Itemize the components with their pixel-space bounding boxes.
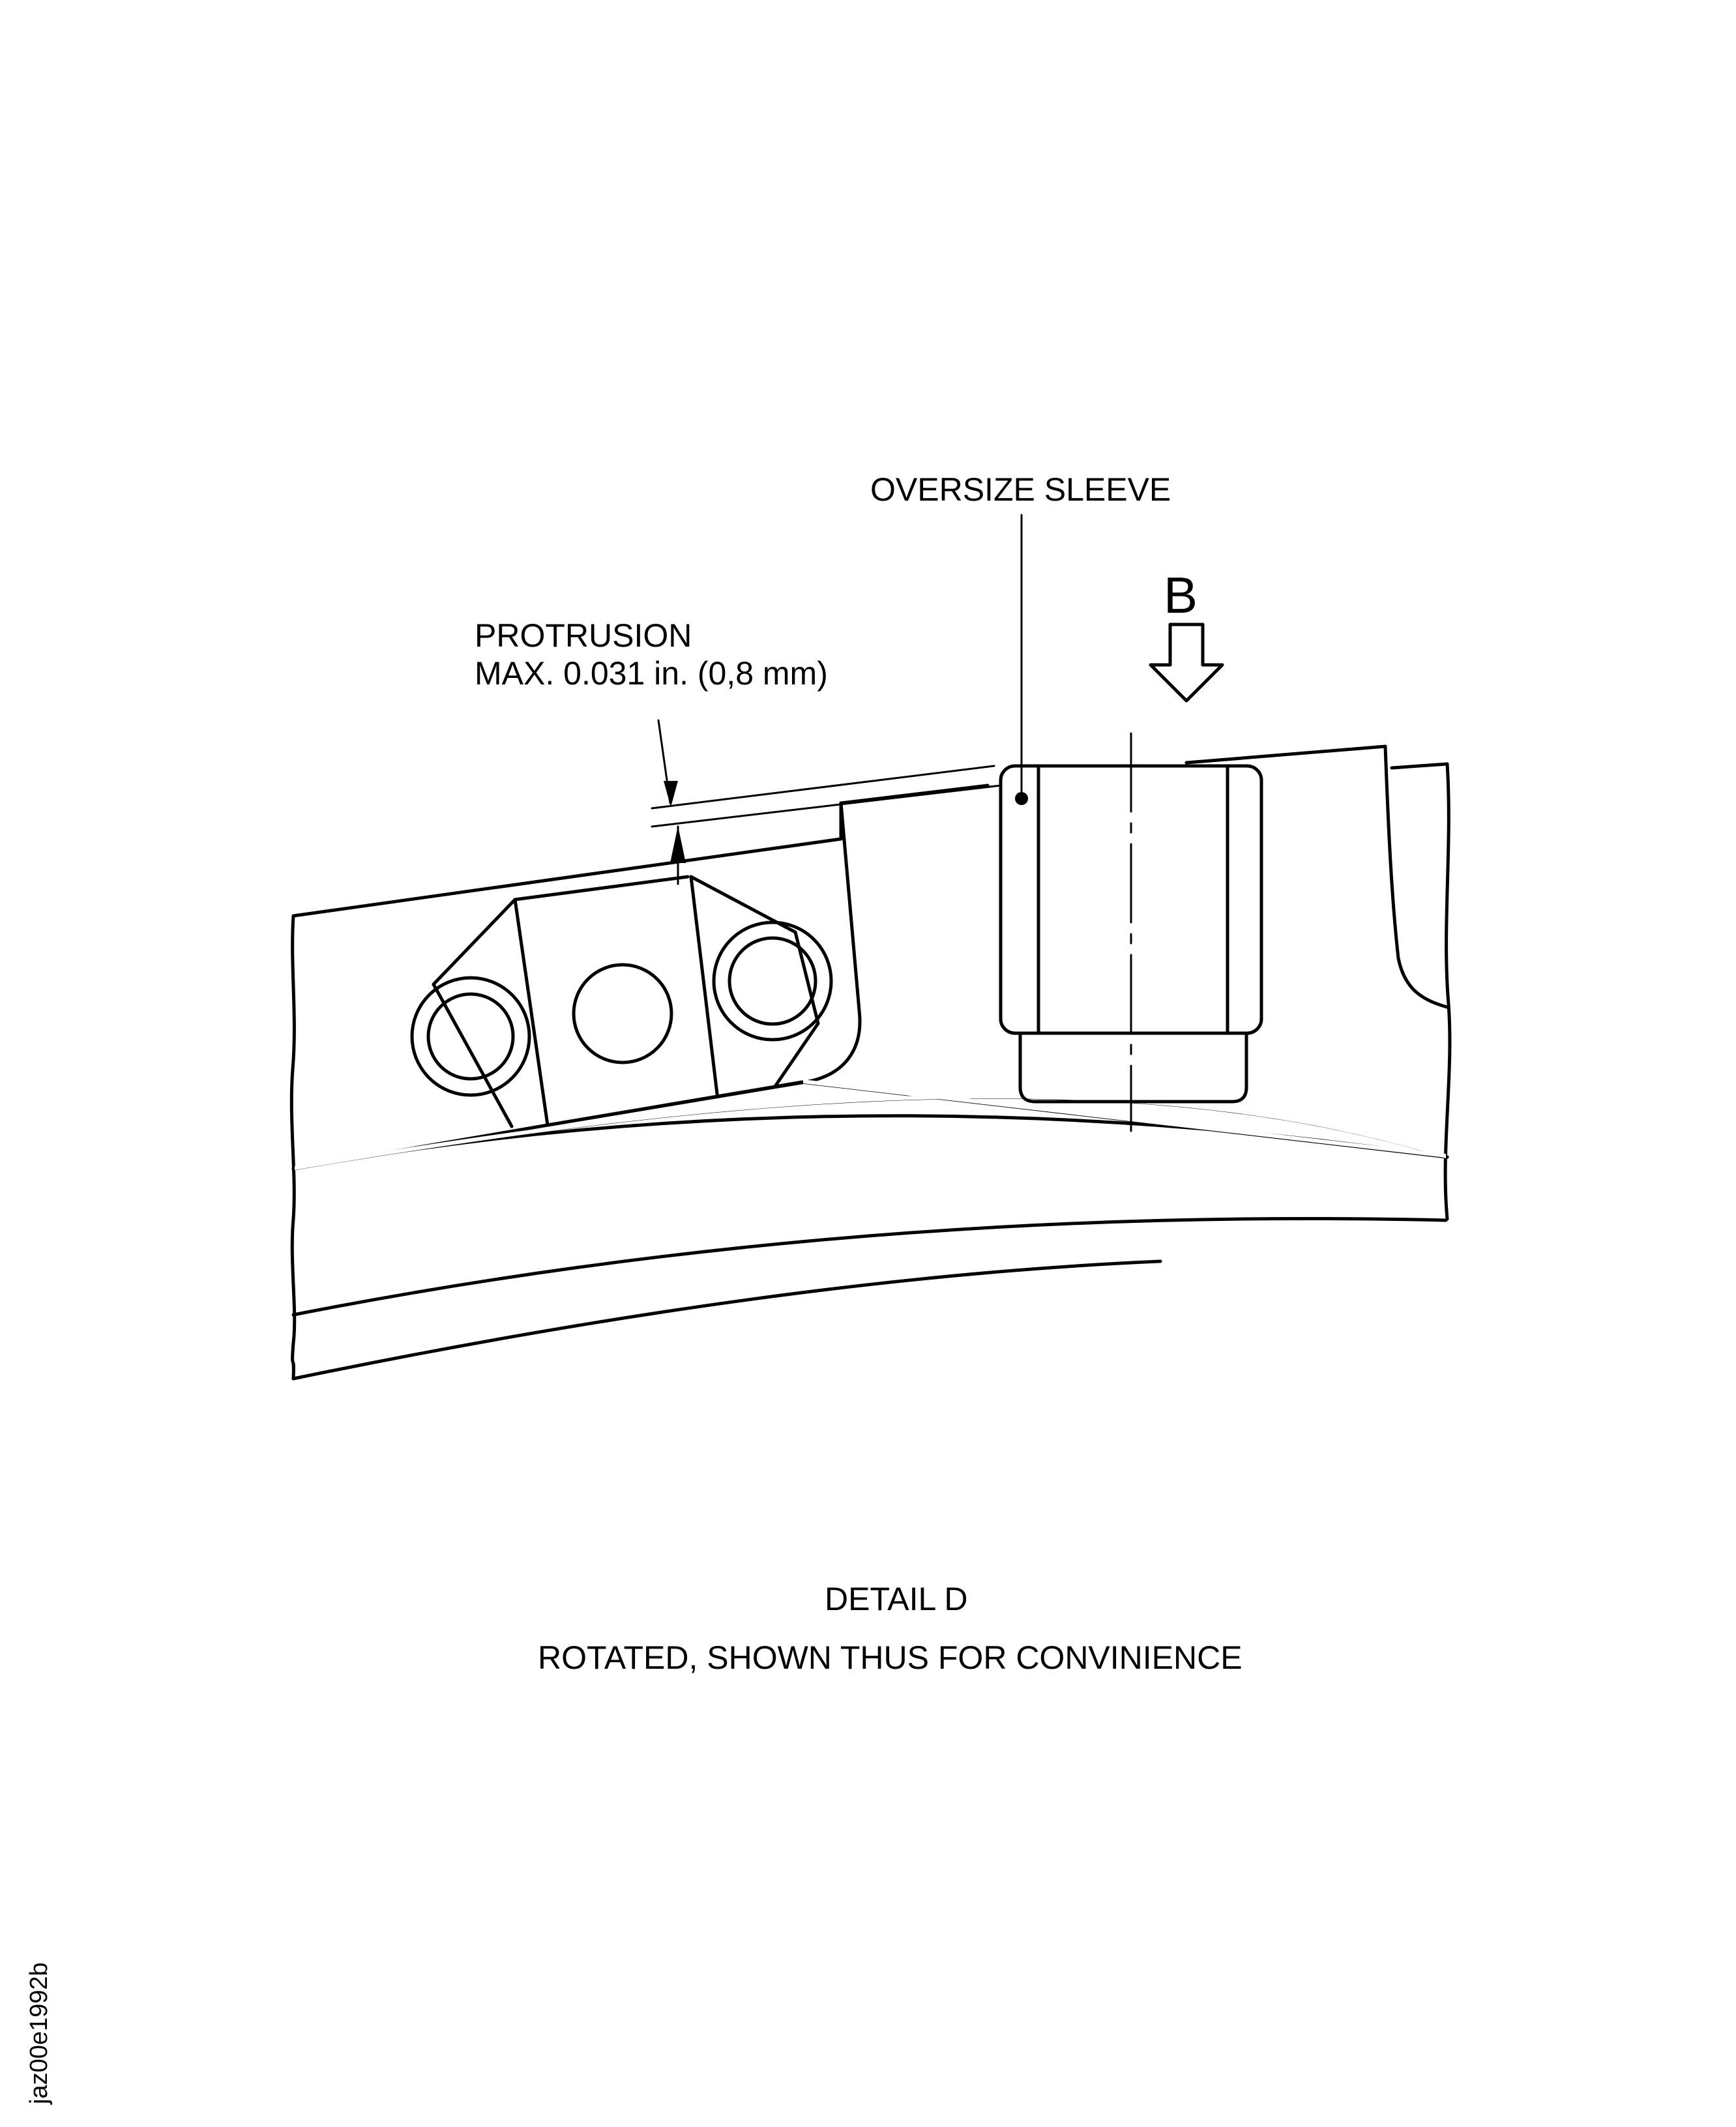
lower-edge-main xyxy=(291,1095,1449,1171)
web-line-2 xyxy=(291,1216,1448,1317)
extension-line-upper xyxy=(651,765,995,810)
lower-edge-1b xyxy=(546,1080,804,1127)
right-break-line xyxy=(1443,762,1452,1221)
protrusion-label-line1: PROTRUSION xyxy=(475,617,692,654)
flange-divider-right xyxy=(689,875,719,1096)
view-letter-label: B xyxy=(1164,566,1198,624)
flange-divider-left xyxy=(513,898,550,1127)
detail-title: DETAIL D xyxy=(825,1581,967,1617)
flange-outline xyxy=(289,744,1452,1381)
drawing-id-label: jaz00e1992b xyxy=(25,1962,53,2105)
top-edge-left xyxy=(291,837,843,918)
oversize-sleeve-label: OVERSIZE SLEEVE xyxy=(870,471,1171,508)
view-arrow-b xyxy=(1149,623,1224,703)
left-bolt-outer xyxy=(410,976,531,1097)
protrusion-arrow-down xyxy=(664,781,678,807)
bolt-pocket xyxy=(410,875,833,1128)
extension-line-lower xyxy=(651,784,1002,828)
middle-hole xyxy=(572,963,673,1064)
right-step-top xyxy=(1390,762,1449,770)
right-bolt-outer xyxy=(712,920,833,1042)
top-edge-mid xyxy=(839,784,990,805)
top-edge-right xyxy=(1184,744,1387,765)
detail-subtitle: ROTATED, SHOWN THUS FOR CONVINIENCE xyxy=(538,1639,1243,1676)
pocket-right-wall xyxy=(546,801,862,1127)
mask-fix xyxy=(295,1079,1446,1170)
protrusion-label-line2: MAX. 0.031 in. (0,8 mm) xyxy=(475,655,828,692)
oversize-sleeve xyxy=(999,514,1263,1132)
right-flange xyxy=(689,875,820,1087)
left-bolt-inner xyxy=(426,992,515,1081)
flange-top-left xyxy=(513,875,690,902)
left-break-line-lower xyxy=(290,1217,297,1381)
left-flange xyxy=(432,898,517,1128)
left-break-line xyxy=(289,914,296,1221)
view-arrow-icon xyxy=(1149,623,1224,703)
right-bolt-inner xyxy=(728,936,817,1026)
protrusion-dimension xyxy=(651,719,1002,885)
right-step xyxy=(1383,744,1449,1009)
sleeve-bottom-step xyxy=(1018,1031,1248,1104)
web-line-3 xyxy=(291,1259,1162,1381)
